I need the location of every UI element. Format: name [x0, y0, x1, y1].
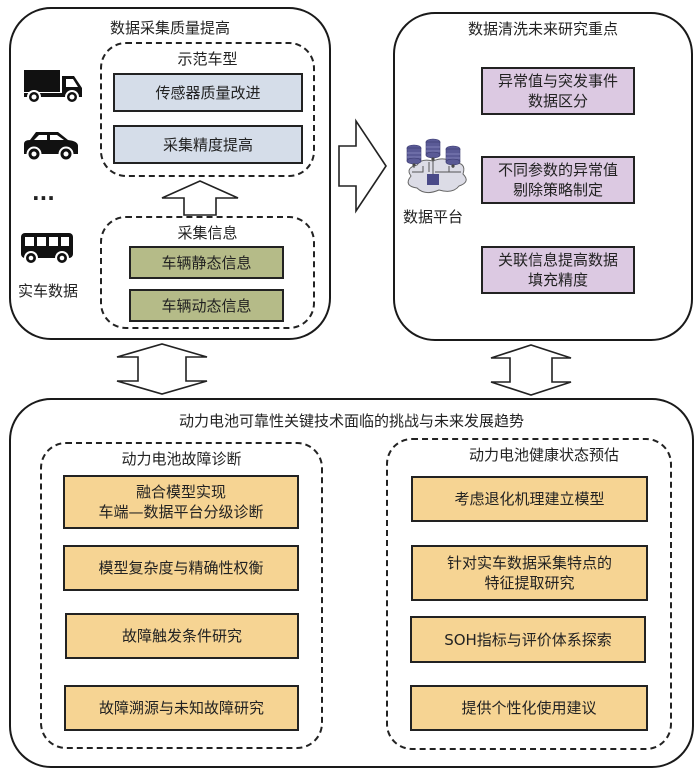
- up-arrow-icon: [161, 180, 239, 216]
- data-platform-icon: [406, 138, 467, 194]
- right-arrow-icon: [338, 118, 387, 214]
- data-cleaning-title: 数据清洗未来研究重点: [467, 20, 618, 38]
- health-estimation-group: 动力电池健康状态预估: [386, 438, 672, 750]
- degradation-model-box: 考虑退化机理建立模型: [411, 476, 648, 522]
- demo-vehicle-title: 示范车型: [177, 50, 238, 68]
- dynamic-info-box: 车辆动态信息: [129, 289, 284, 322]
- data-platform-label: 数据平台: [403, 208, 464, 226]
- anomaly-removal-box: 不同参数的异常值 剔除策略制定: [481, 156, 635, 204]
- anomaly-event-box: 异常值与突发事件 数据区分: [481, 67, 635, 115]
- bus-icon: [21, 233, 73, 265]
- fill-precision-box: 关联信息提高数据 填充精度: [481, 246, 635, 294]
- data-collection-panel: 数据采集质量提高: [9, 7, 331, 340]
- left-bidirectional-arrow-icon: [116, 343, 208, 395]
- sensor-quality-box: 传感器质量改进: [113, 73, 303, 112]
- usage-advice-box: 提供个性化使用建议: [410, 685, 648, 731]
- static-info-box: 车辆静态信息: [129, 246, 284, 279]
- data-collection-title: 数据采集质量提高: [109, 19, 230, 37]
- feature-extraction-box: 针对实车数据采集特点的 特征提取研究: [411, 545, 648, 601]
- ellipsis: ···: [32, 186, 55, 210]
- collection-info-group: 采集信息: [100, 216, 315, 329]
- fusion-model-box: 融合模型实现 车端—数据平台分级诊断: [63, 475, 299, 529]
- fault-diagnosis-group: 动力电池故障诊断: [40, 442, 323, 749]
- soh-index-box: SOH指标与评价体系探索: [410, 616, 646, 663]
- fault-tracing-box: 故障溯源与未知故障研究: [64, 685, 299, 731]
- fault-trigger-box: 故障触发条件研究: [65, 613, 299, 659]
- vehicle-data-label: 实车数据: [18, 282, 79, 300]
- battery-reliability-title: 动力电池可靠性关键技术面临的挑战与未来发展趋势: [178, 412, 524, 430]
- fault-diagnosis-title: 动力电池故障诊断: [121, 450, 242, 468]
- health-estimation-title: 动力电池健康状态预估: [468, 446, 619, 464]
- collection-info-title: 采集信息: [177, 224, 238, 242]
- model-complexity-box: 模型复杂度与精确性权衡: [63, 545, 299, 591]
- truck-icon: [24, 70, 82, 104]
- demo-vehicle-group: 示范车型: [100, 42, 315, 177]
- right-bidirectional-arrow-icon: [490, 344, 572, 396]
- car-icon: [24, 132, 78, 162]
- collection-precision-box: 采集精度提高: [113, 125, 303, 164]
